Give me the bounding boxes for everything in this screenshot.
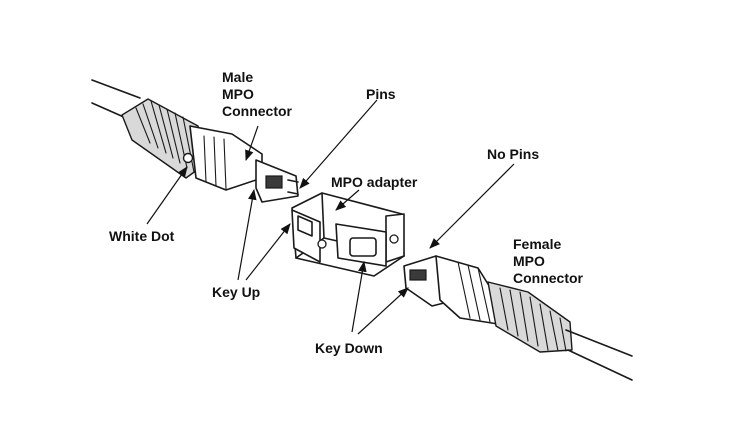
leader-key-down-1 xyxy=(351,260,367,333)
white-dot-marker xyxy=(182,152,194,164)
leader-key-down-2 xyxy=(357,287,409,335)
label-male-line2: MPO xyxy=(222,86,254,102)
leader-key-up-2 xyxy=(245,223,291,281)
label-male-line1: Male xyxy=(222,69,254,85)
label-female-mpo-connector: Female MPO Connector xyxy=(513,236,583,287)
male-mpo-connector xyxy=(91,79,299,203)
female-mpo-connector xyxy=(403,255,633,381)
adapter-flange-left xyxy=(291,209,321,263)
male-cable-top xyxy=(91,79,141,99)
female-cable-bottom xyxy=(567,349,633,381)
adapter-hole-right xyxy=(389,234,399,244)
leader-adapter xyxy=(335,189,360,211)
female-cable-top xyxy=(565,329,633,357)
label-key-down: Key Down xyxy=(315,340,383,356)
adapter-port xyxy=(335,223,387,267)
label-no-pins: No Pins xyxy=(487,146,540,162)
label-mpo-adapter: MPO adapter xyxy=(331,174,418,190)
leader-male-connector xyxy=(245,125,259,162)
label-male-line3: Connector xyxy=(222,103,292,119)
label-female-line3: Connector xyxy=(513,270,583,286)
adapter-port-inner xyxy=(349,237,377,257)
leader-no-pins xyxy=(429,163,515,249)
leader-key-up-1 xyxy=(237,188,257,281)
leader-pins xyxy=(299,99,378,189)
male-key xyxy=(265,175,283,189)
label-white-dot: White Dot xyxy=(109,228,175,244)
female-boot xyxy=(487,281,573,353)
male-pin-top xyxy=(287,179,299,183)
male-cable-bottom xyxy=(91,102,127,119)
mpo-adapter xyxy=(291,192,405,277)
adapter-hole-left xyxy=(317,239,327,249)
label-key-up: Key Up xyxy=(212,284,261,300)
male-pin-bottom xyxy=(287,191,299,195)
female-key xyxy=(409,269,427,281)
label-female-line2: MPO xyxy=(513,253,545,269)
label-pins: Pins xyxy=(366,86,396,102)
female-boot-ribs xyxy=(499,287,567,352)
leader-white-dot xyxy=(146,166,188,225)
leader-lines xyxy=(146,99,515,335)
label-female-line1: Female xyxy=(513,236,562,252)
label-male-mpo-connector: Male MPO Connector xyxy=(222,69,292,120)
adapter-key-slot xyxy=(297,215,313,237)
